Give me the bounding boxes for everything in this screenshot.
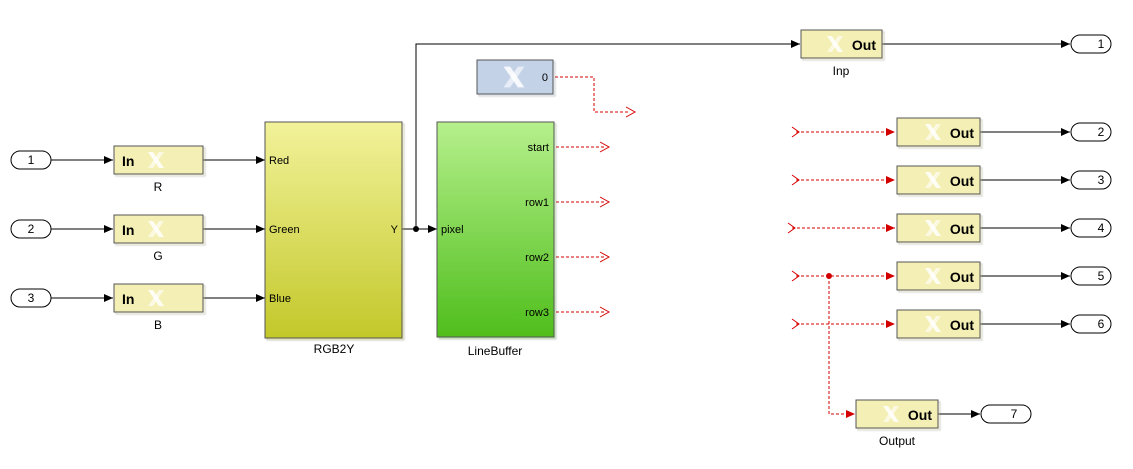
outport-number: 3	[1098, 173, 1105, 187]
outport-number: 5	[1098, 269, 1105, 283]
port-label-start: start	[528, 142, 549, 154]
rgb2y-block[interactable]: Red Green Blue Y RGB2Y	[264, 121, 403, 356]
port-label-y: Y	[391, 224, 399, 236]
constant-value: 0	[542, 72, 548, 84]
block-label: R	[154, 180, 163, 194]
linebuffer-block[interactable]: pixel start row1 row2 row3 LineBuffer	[436, 121, 555, 358]
port-label-green: Green	[269, 224, 300, 236]
dangling-constant	[555, 76, 630, 113]
gateway-text: Out	[950, 173, 974, 189]
gateway-in-r[interactable]: In R	[113, 145, 204, 194]
inport-number: 2	[28, 222, 35, 236]
gateway-in-b[interactable]: In B	[113, 283, 204, 332]
dangling-arrow-tips	[599, 106, 800, 330]
outport-number: 6	[1098, 317, 1105, 331]
gateway-text: In	[122, 291, 134, 307]
port-label-row3: row3	[525, 307, 549, 319]
gateway-out-5[interactable]: Out	[896, 261, 981, 291]
outport-3[interactable]: 3	[1070, 170, 1112, 190]
block-label: LineBuffer	[468, 344, 523, 358]
gateway-text: Out	[852, 37, 876, 53]
outport-5[interactable]: 5	[1070, 266, 1112, 286]
outport-6[interactable]: 6	[1070, 314, 1112, 334]
signal-lines	[51, 40, 1070, 418]
inport-3[interactable]: 3	[10, 288, 52, 308]
gateway-out-6[interactable]: Out	[896, 309, 981, 339]
outport-7[interactable]: 7	[980, 404, 1032, 424]
gateway-out-4[interactable]: Out	[896, 213, 981, 243]
branch-point	[413, 226, 419, 232]
outport-1[interactable]: 1	[1070, 34, 1112, 54]
gateway-out-2[interactable]: Out	[896, 117, 981, 147]
red-branch-point	[826, 273, 832, 279]
gateway-out-output[interactable]: Out Output	[855, 399, 939, 448]
inport-2[interactable]: 2	[10, 219, 52, 239]
block-label: Inp	[833, 64, 850, 78]
outport-2[interactable]: 2	[1070, 122, 1112, 142]
gateway-text: Out	[908, 407, 932, 423]
inport-number: 3	[28, 291, 35, 305]
gateway-text: Out	[950, 269, 974, 285]
block-label: RGB2Y	[314, 342, 355, 356]
gateway-text: In	[122, 222, 134, 238]
port-label-red: Red	[269, 155, 289, 167]
port-label-row2: row2	[525, 252, 549, 264]
port-label-blue: Blue	[269, 293, 291, 305]
unconnected-lines	[555, 76, 895, 418]
wire-y-inp	[415, 40, 800, 229]
dangling-in-7	[828, 276, 855, 418]
outport-4[interactable]: 4	[1070, 218, 1112, 238]
outport-number: 4	[1098, 221, 1105, 235]
outport-number: 7	[1011, 407, 1018, 421]
constant-block[interactable]: 0	[476, 59, 554, 95]
gateway-out-inp[interactable]: Out Inp	[800, 29, 883, 78]
block-label: B	[154, 318, 162, 332]
block-label: Output	[879, 434, 916, 448]
port-label-pixel: pixel	[441, 224, 464, 236]
outport-number: 2	[1098, 125, 1105, 139]
port-label-row1: row1	[525, 197, 549, 209]
block-label: G	[153, 249, 162, 263]
gateway-out-3[interactable]: Out	[896, 165, 981, 195]
gateway-text: In	[122, 153, 134, 169]
gateway-text: Out	[950, 221, 974, 237]
inport-1[interactable]: 1	[10, 150, 52, 170]
gateway-in-g[interactable]: In G	[113, 214, 204, 263]
inport-number: 1	[28, 153, 35, 167]
gateway-text: Out	[950, 125, 974, 141]
outport-number: 1	[1098, 37, 1105, 51]
gateway-text: Out	[950, 317, 974, 333]
